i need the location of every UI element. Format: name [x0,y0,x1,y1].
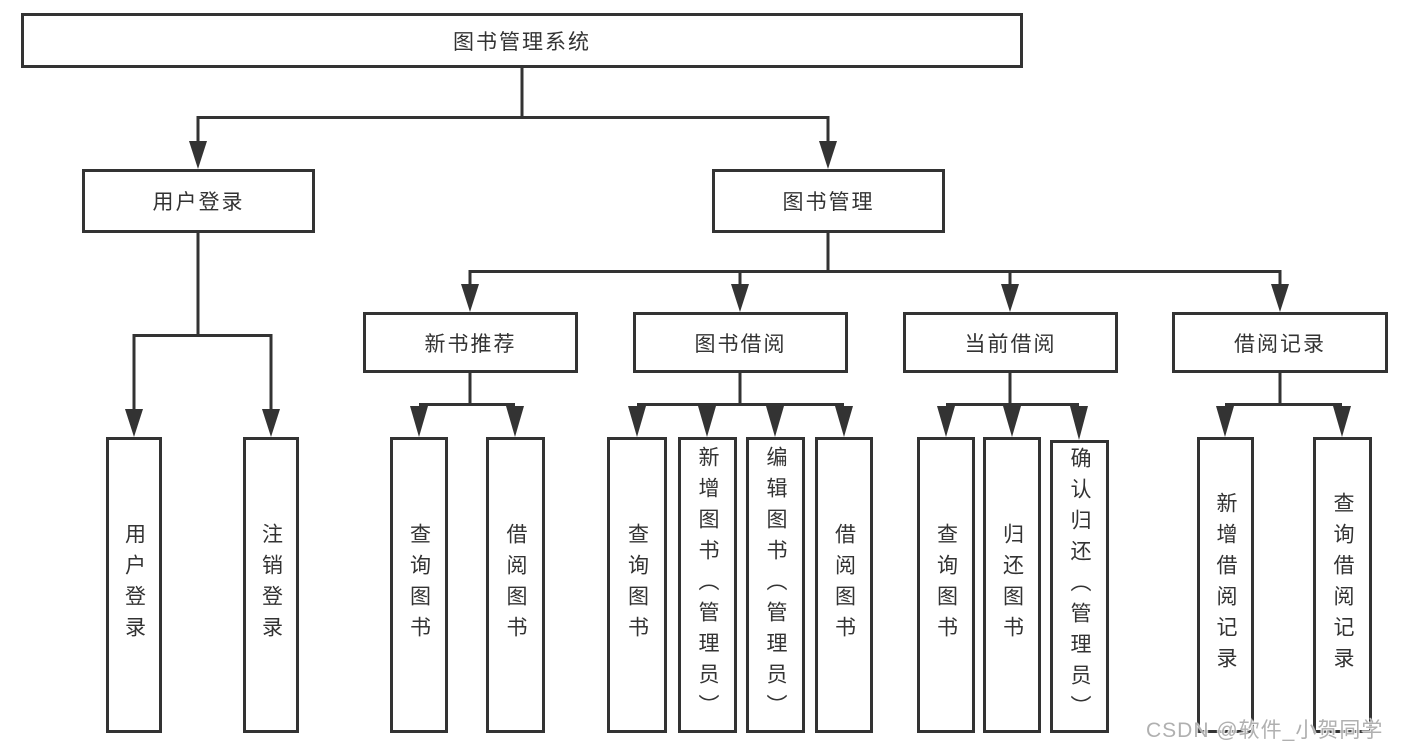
arrowhead-icon [262,409,280,437]
arrowhead-icon [766,406,784,437]
connector-user-login-branch [125,233,280,437]
leaf-query-books-3: 查询图书 [917,437,975,733]
node-borrow-record: 借阅记录 [1172,312,1388,373]
arrowhead-icon [461,284,479,312]
arrowhead-icon [189,141,207,169]
leaf-borrow-books-2: 借阅图书 [815,437,873,733]
node-book-borrow: 图书借阅 [633,312,848,373]
leaf-user-login: 用户登录 [106,437,162,733]
arrowhead-icon [937,406,955,437]
leaf-edit-books-admin: 编辑图书（管理员） [746,437,805,733]
leaf-return-books: 归还图书 [983,437,1041,733]
connector-borrow-record-branch [1216,373,1351,437]
node-root: 图书管理系统 [21,13,1023,68]
node-user-login: 用户登录 [82,169,315,233]
node-current-borrow: 当前借阅 [903,312,1118,373]
connector-new-book-branch [410,373,524,437]
csdn-watermark: CSDN @软件_小贺同学 [1146,719,1384,742]
arrowhead-icon [125,409,143,437]
leaf-logout: 注销登录 [243,437,299,733]
leaf-query-books-1: 查询图书 [390,437,448,733]
connector-root-to-level2 [189,68,837,169]
leaf-query-borrow-record: 查询借阅记录 [1313,437,1372,733]
connector-current-borrow-branch [937,373,1088,440]
arrowhead-icon [1070,406,1088,440]
arrowhead-icon [1001,284,1019,312]
arrowhead-icon [628,406,646,437]
arrowhead-icon [1216,406,1234,437]
leaf-confirm-return-admin: 确认归还（管理员） [1050,440,1109,733]
node-book-mgmt: 图书管理 [712,169,945,233]
arrowhead-icon [731,284,749,312]
arrowhead-icon [410,406,428,437]
arrowhead-icon [698,406,716,437]
leaf-add-borrow-record: 新增借阅记录 [1197,437,1254,733]
arrowhead-icon [1271,284,1289,312]
arrowhead-icon [835,406,853,437]
connector-book-mgmt-to-level3 [461,233,1289,312]
arrowhead-icon [819,141,837,169]
leaf-query-books-2: 查询图书 [607,437,667,733]
node-new-book: 新书推荐 [363,312,578,373]
connector-book-borrow-branch [628,373,853,437]
leaf-add-books-admin: 新增图书（管理员） [678,437,737,733]
leaf-borrow-books-1: 借阅图书 [486,437,545,733]
arrowhead-icon [506,406,524,437]
arrowhead-icon [1333,406,1351,437]
arrowhead-icon [1003,406,1021,437]
